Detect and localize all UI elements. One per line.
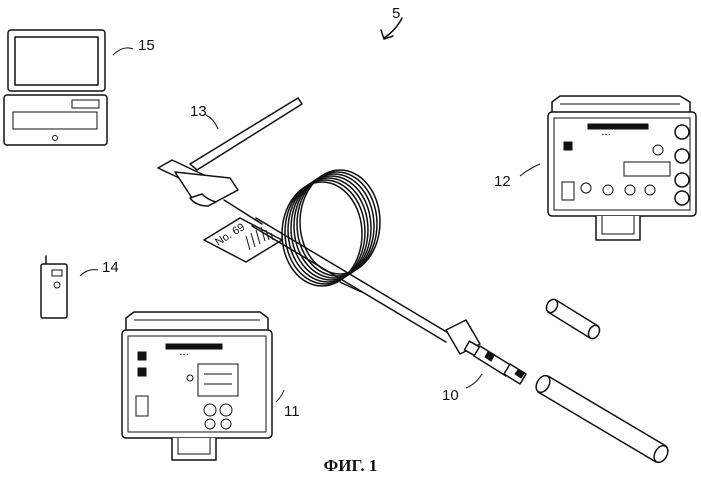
leader-line-14 xyxy=(80,270,98,276)
ref-label-11: 11 xyxy=(284,403,300,420)
instrument-case-left: ▪ ▪ ▪ xyxy=(122,312,272,460)
leader-line-13 xyxy=(206,115,218,129)
ref-label-15: 15 xyxy=(138,37,155,54)
ref-label-10: 10 xyxy=(442,387,459,404)
leader-line-10 xyxy=(466,374,482,388)
ref-label-13: 13 xyxy=(190,103,207,120)
leader-line-11 xyxy=(276,390,284,402)
id-tag: No. 69 xyxy=(204,218,282,262)
sleeve-long xyxy=(533,373,670,465)
sleeve-short xyxy=(544,297,602,340)
ref-label-12: 12 xyxy=(494,173,511,190)
figure-caption: ФИГ. 1 xyxy=(0,456,701,476)
ref-label-14: 14 xyxy=(102,259,119,276)
handle-drawing xyxy=(158,98,302,224)
svg-text:▪ ▪ ▪: ▪ ▪ ▪ xyxy=(602,132,610,138)
svg-text:▪ ▪ ▪: ▪ ▪ ▪ xyxy=(180,352,188,358)
leader-line-15 xyxy=(113,48,133,55)
ref-label-5: 5 xyxy=(392,5,400,22)
leader-line-12 xyxy=(520,164,540,176)
remote-drawing xyxy=(41,256,67,318)
instrument-case-right: ▪ ▪ ▪ xyxy=(548,96,696,240)
probe-tip xyxy=(446,320,526,384)
laptop-drawing xyxy=(4,30,107,145)
